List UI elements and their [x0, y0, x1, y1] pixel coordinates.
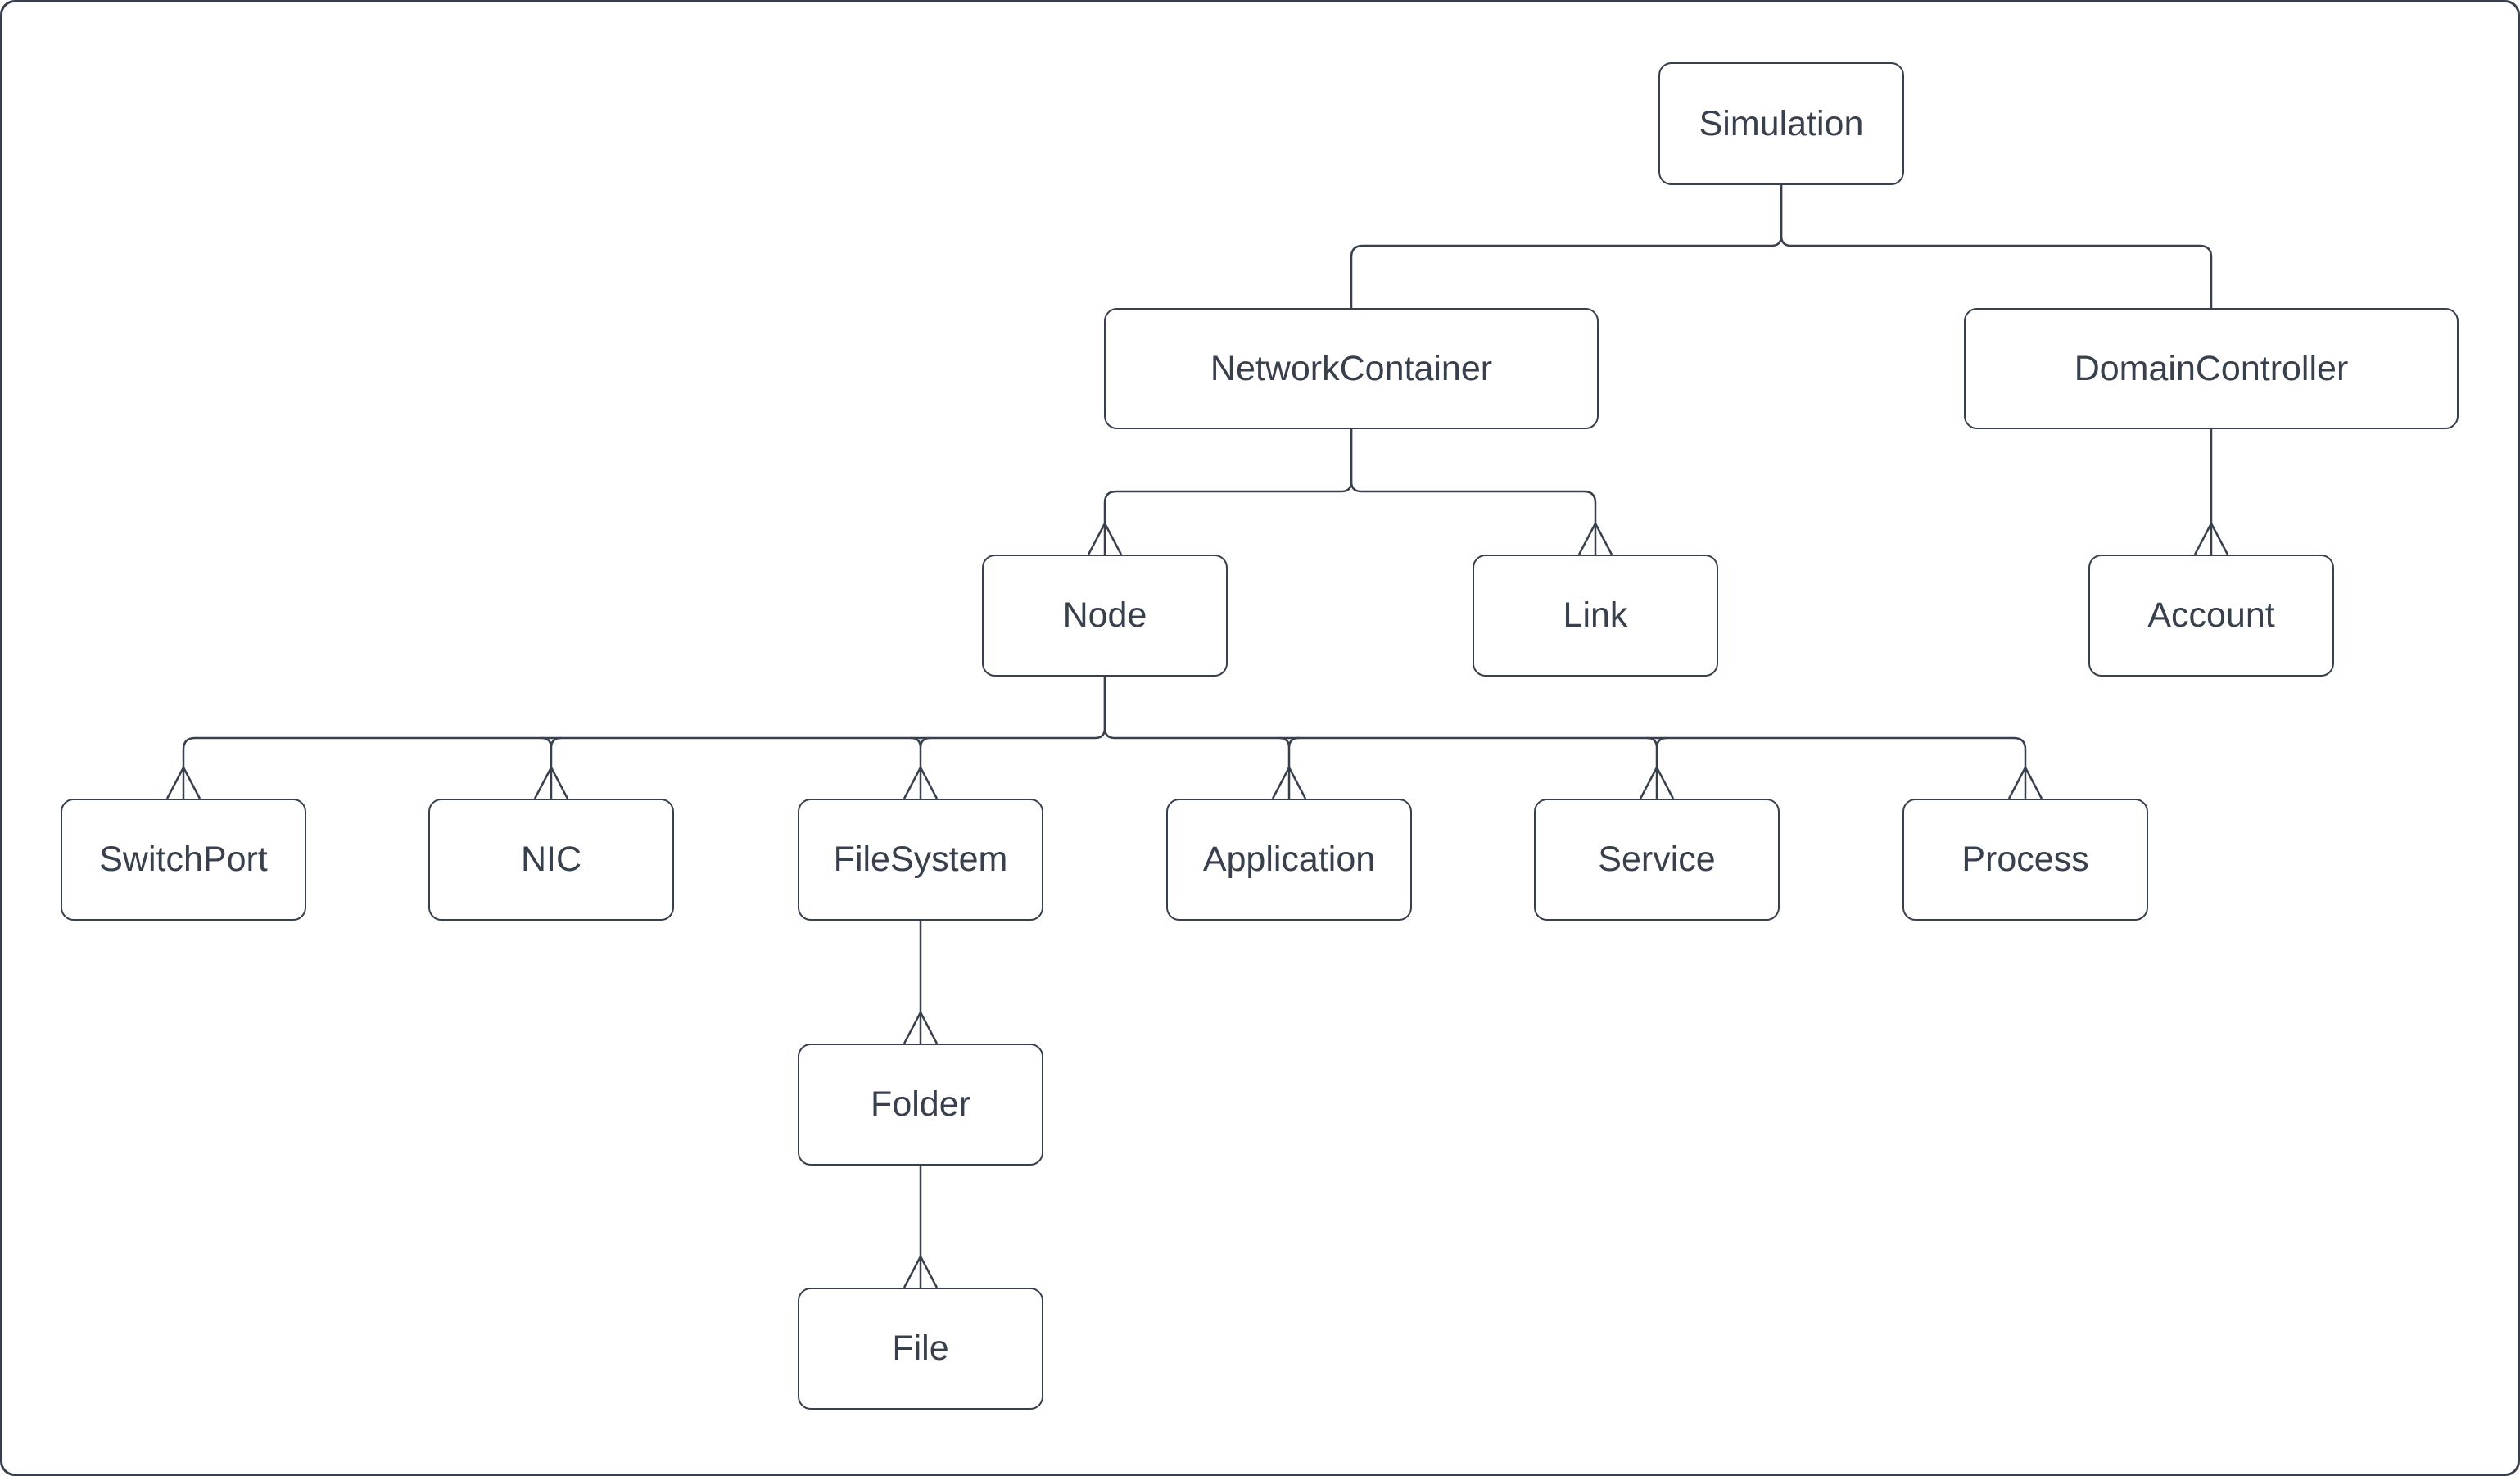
connector-simulation-networkcontainer [1350, 185, 1783, 308]
shape-service-label: Service [1598, 840, 1716, 879]
arrowhead-link [1577, 522, 1613, 555]
shape-nic[interactable]: NIC [428, 799, 674, 921]
arrowhead-application [1271, 766, 1307, 799]
arrowhead-folder [903, 1011, 939, 1044]
connector-node-process [1103, 677, 2027, 799]
shape-folder-label: Folder [871, 1084, 970, 1124]
shape-process[interactable]: Process [1902, 799, 2148, 921]
connector-node-switchport [182, 677, 1106, 799]
shape-filesystem[interactable]: FileSystem [798, 799, 1043, 921]
connector-node-nic [541, 736, 562, 799]
shape-service[interactable]: Service [1534, 799, 1780, 921]
arrowhead-service [1639, 766, 1675, 799]
arrowhead-account [2193, 522, 2229, 555]
shape-simulation[interactable]: Simulation [1658, 62, 1904, 185]
shape-node-label: Node [1062, 595, 1147, 635]
arrowhead-process [2007, 766, 2043, 799]
shape-link-label: Link [1563, 595, 1628, 635]
arrowhead-switchport [165, 766, 201, 799]
connector-node-service [1646, 736, 1667, 799]
shape-process-label: Process [1961, 840, 2089, 879]
connector-node-filesystem [910, 736, 931, 799]
arrowhead-nic [533, 766, 569, 799]
shape-network-container[interactable]: NetworkContainer [1104, 308, 1599, 429]
connector-networkcontainer-node [1103, 429, 1353, 555]
arrowhead-filesystem [903, 766, 939, 799]
arrowhead-file [903, 1255, 939, 1288]
connector-node-application [1278, 736, 1300, 799]
shape-nic-label: NIC [520, 840, 582, 879]
shape-node[interactable]: Node [982, 555, 1228, 677]
arrowhead-node [1087, 522, 1123, 555]
shape-file-label: File [892, 1329, 949, 1368]
shape-account[interactable]: Account [2088, 555, 2334, 677]
connector-simulation-domaincontroller [1780, 185, 2213, 308]
shape-network-container-label: NetworkContainer [1210, 348, 1493, 388]
shape-domain-controller-label: DomainController [2074, 348, 2349, 388]
shape-folder[interactable]: Folder [798, 1044, 1043, 1166]
shape-application[interactable]: Application [1166, 799, 1412, 921]
shape-link[interactable]: Link [1473, 555, 1718, 677]
shape-domain-controller[interactable]: DomainController [1964, 308, 2459, 429]
shape-simulation-label: Simulation [1699, 103, 1864, 143]
shape-application-label: Application [1202, 840, 1376, 879]
shape-switchport[interactable]: SwitchPort [61, 799, 306, 921]
shape-account-label: Account [2147, 595, 2275, 635]
shape-filesystem-label: FileSystem [833, 840, 1008, 879]
shape-file[interactable]: File [798, 1288, 1043, 1410]
shape-switchport-label: SwitchPort [99, 840, 268, 879]
connector-networkcontainer-link [1350, 429, 1597, 555]
